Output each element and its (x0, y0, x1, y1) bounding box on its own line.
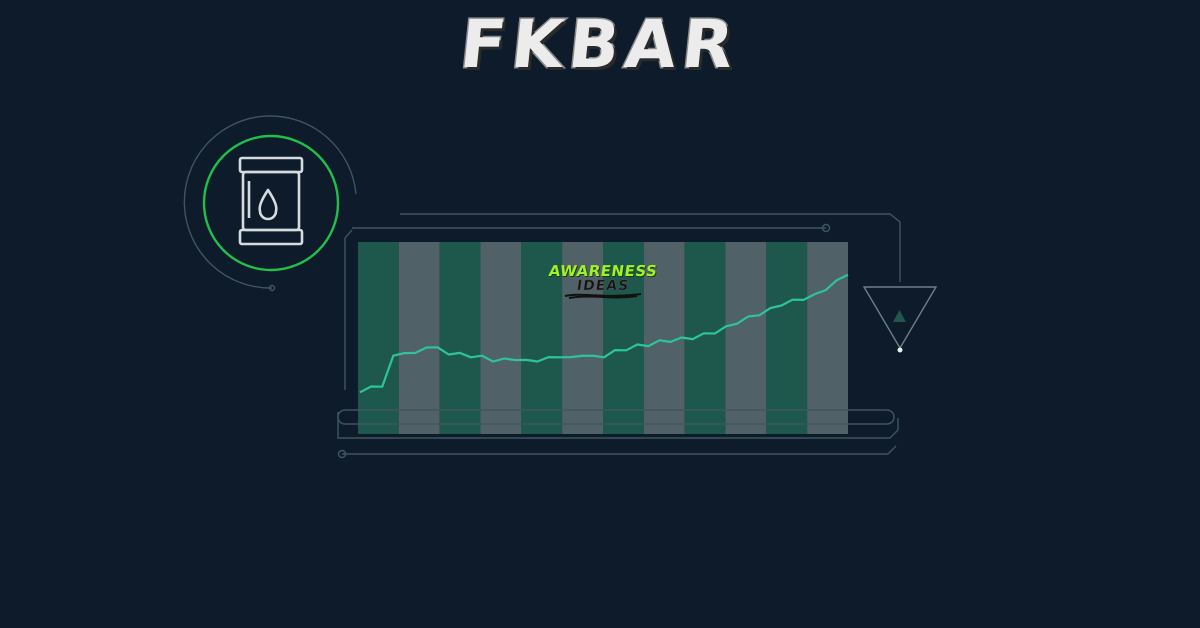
chart-band-grey (480, 242, 522, 434)
watermark-line2: IDEAS (575, 278, 631, 295)
chart-band-grey (807, 242, 848, 434)
scribble-icon (564, 293, 642, 299)
chart-band-grey (725, 242, 767, 434)
chart-band-teal (521, 242, 563, 434)
chart-bands (358, 242, 848, 434)
chart-band-teal (766, 242, 808, 434)
watermark-logo: AWARENESS IDEAS (548, 262, 658, 300)
chart-band-grey (562, 242, 603, 434)
chart-band-teal (603, 242, 644, 434)
trend-line (359, 273, 849, 394)
circuit-lines (183, 115, 901, 459)
oil-barrel-icon (202, 134, 340, 272)
triangle-marker-icon (862, 286, 938, 353)
chart-band-grey (398, 242, 440, 434)
chart-panel (337, 242, 895, 434)
chart-band-teal (358, 242, 399, 434)
chart-band-teal (439, 242, 481, 434)
